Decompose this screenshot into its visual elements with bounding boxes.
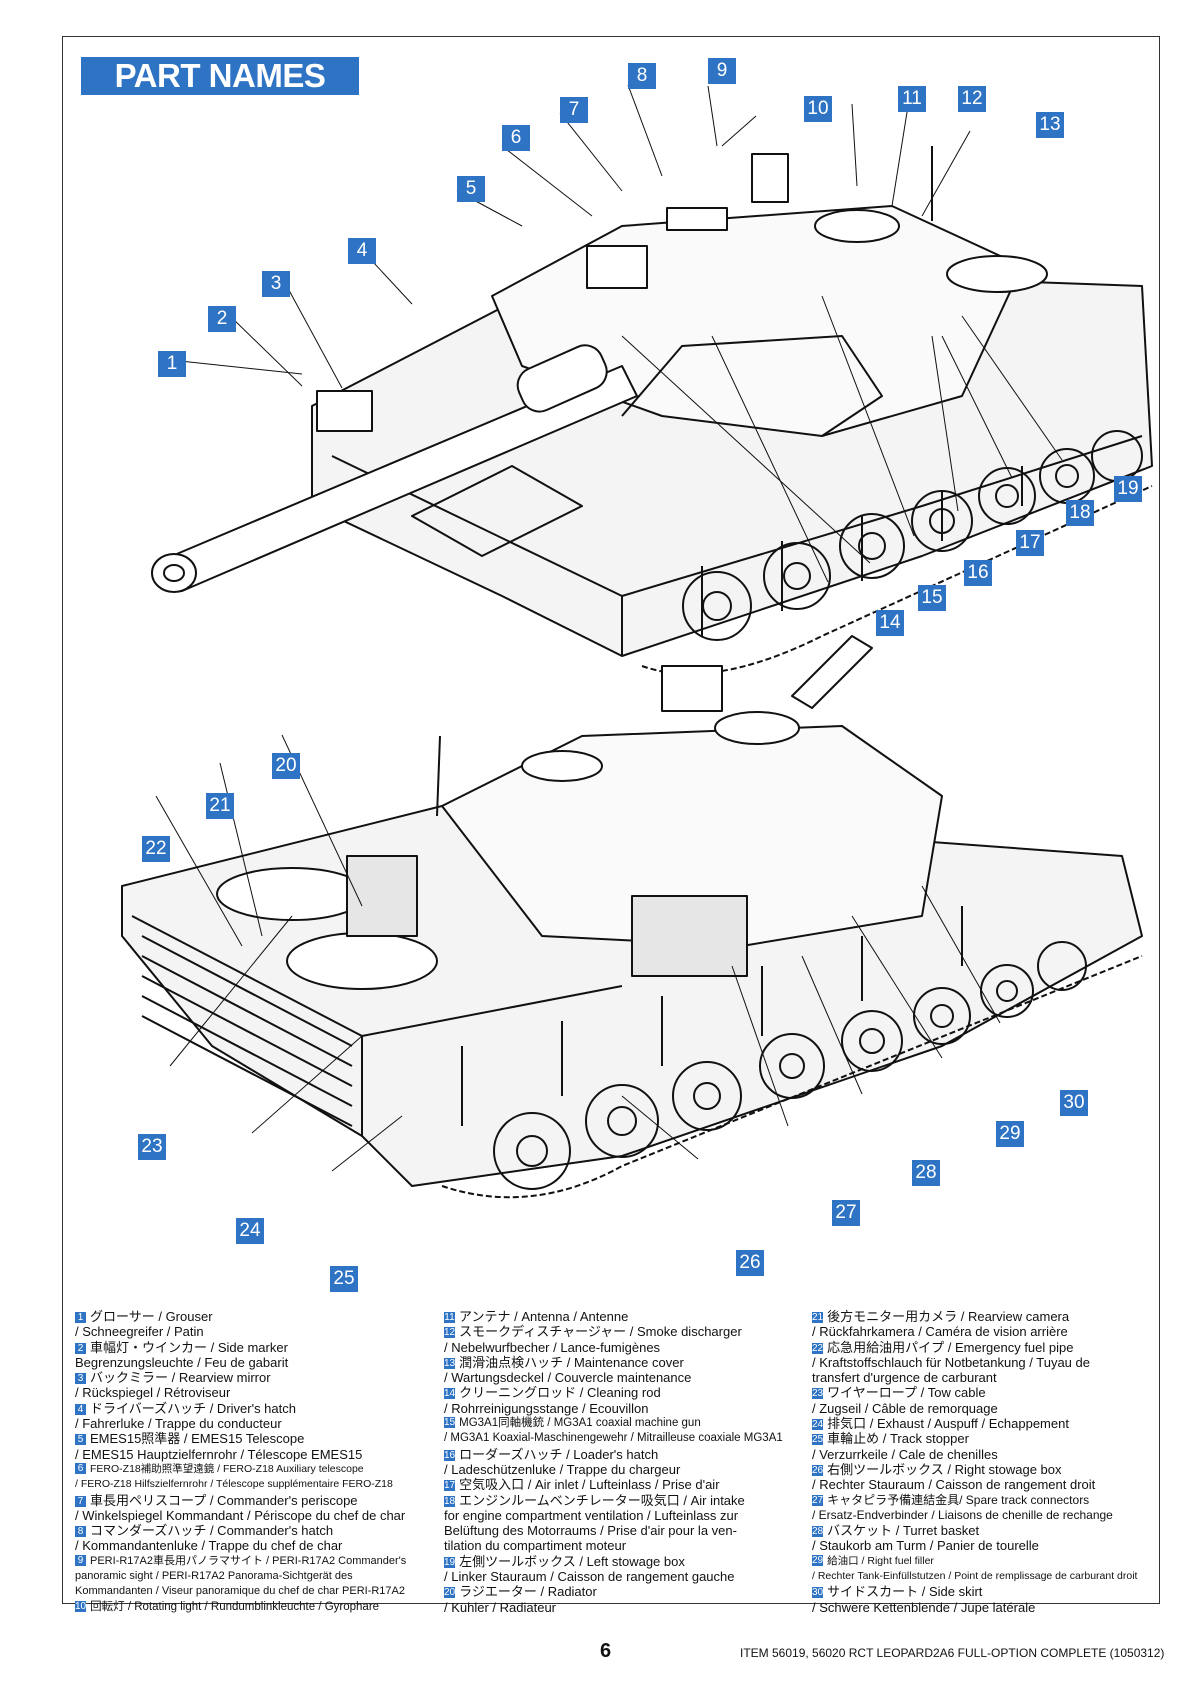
- page-title: PART NAMES: [81, 57, 359, 95]
- callout-24: 24: [236, 1218, 264, 1244]
- callout-17: 17: [1016, 530, 1044, 556]
- callout-25: 25: [330, 1266, 358, 1292]
- callout-14: 14: [876, 610, 904, 636]
- callout-12: 12: [958, 86, 986, 112]
- callout-29: 29: [996, 1121, 1024, 1147]
- callout-16: 16: [964, 560, 992, 586]
- callout-8: 8: [628, 63, 656, 89]
- callout-30: 30: [1060, 1090, 1088, 1116]
- callout-27: 27: [832, 1200, 860, 1226]
- callout-6: 6: [502, 125, 530, 151]
- callout-1: 1: [158, 351, 186, 377]
- callout-23: 23: [138, 1134, 166, 1160]
- page-frame: [62, 36, 1160, 1604]
- callout-26: 26: [736, 1250, 764, 1276]
- callout-22: 22: [142, 836, 170, 862]
- callout-20: 20: [272, 753, 300, 779]
- callout-28: 28: [912, 1160, 940, 1186]
- rear-view-tank: [121, 635, 1143, 1199]
- callout-11: 11: [898, 86, 926, 112]
- callout-2: 2: [208, 306, 236, 332]
- page-number: 6: [600, 1640, 612, 1662]
- callout-4: 4: [348, 238, 376, 264]
- callout-10: 10: [804, 96, 832, 122]
- callout-9: 9: [708, 58, 736, 84]
- callout-18: 18: [1066, 500, 1094, 526]
- item-footer: ITEM 56019, 56020 RCT LEOPARD2A6 FULL-OP…: [740, 1646, 1165, 1660]
- callout-3: 3: [262, 271, 290, 297]
- callout-19: 19: [1114, 476, 1142, 502]
- callout-15: 15: [918, 585, 946, 611]
- callout-7: 7: [560, 97, 588, 123]
- callout-21: 21: [206, 793, 234, 819]
- callout-5: 5: [457, 176, 485, 202]
- leader-lines: [155, 84, 1063, 1172]
- tank-drawings: [121, 84, 1153, 1199]
- callout-13: 13: [1036, 112, 1064, 138]
- front-view-tank: [151, 146, 1153, 675]
